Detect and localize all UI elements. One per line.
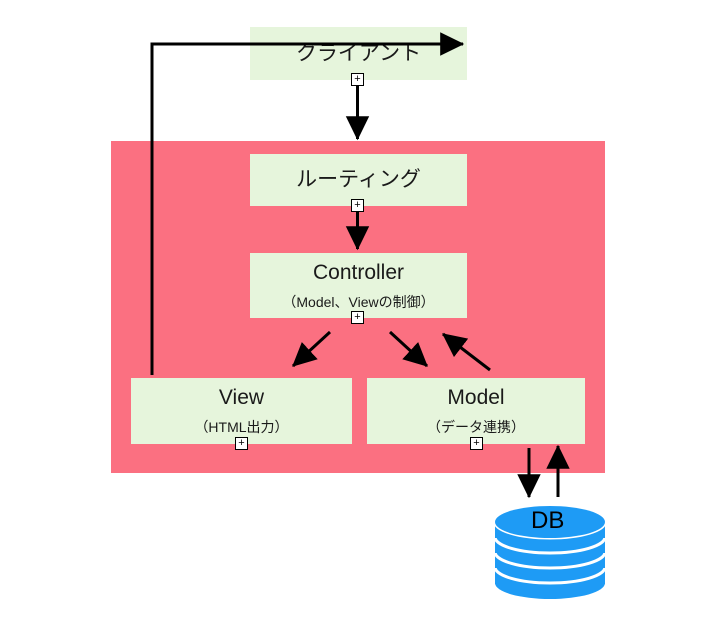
node-controller-expander[interactable]: + [351,311,364,324]
node-controller-subtitle: （Model、Viewの制御） [282,293,435,310]
node-controller[interactable]: Controller （Model、Viewの制御） [250,253,467,318]
node-model-subtitle: （データ連携） [427,419,525,436]
node-view[interactable]: View （HTML出力） [131,378,352,444]
node-client-title: クライアント [295,41,422,65]
database-label: DB [531,507,565,534]
node-client[interactable]: クライアント [250,27,467,80]
node-routing[interactable]: ルーティング [250,154,467,206]
node-model[interactable]: Model （データ連携） [367,378,585,444]
edge-view-to-client [150,32,465,375]
edge-model-to-controller [442,332,491,372]
edge-controller-to-view [291,330,332,368]
node-model-title: Model [447,386,505,410]
node-view-subtitle: （HTML出力） [194,419,289,436]
database-cylinder[interactable] [493,504,607,599]
edge-controller-to-model [388,330,429,368]
node-routing-expander[interactable]: + [351,199,364,212]
node-client-expander[interactable]: + [351,73,364,86]
node-routing-title: ルーティング [296,168,421,192]
node-view-expander[interactable]: + [235,437,248,450]
node-model-expander[interactable]: + [470,437,483,450]
node-controller-title: Controller [312,260,405,284]
node-view-title: View [218,386,265,410]
